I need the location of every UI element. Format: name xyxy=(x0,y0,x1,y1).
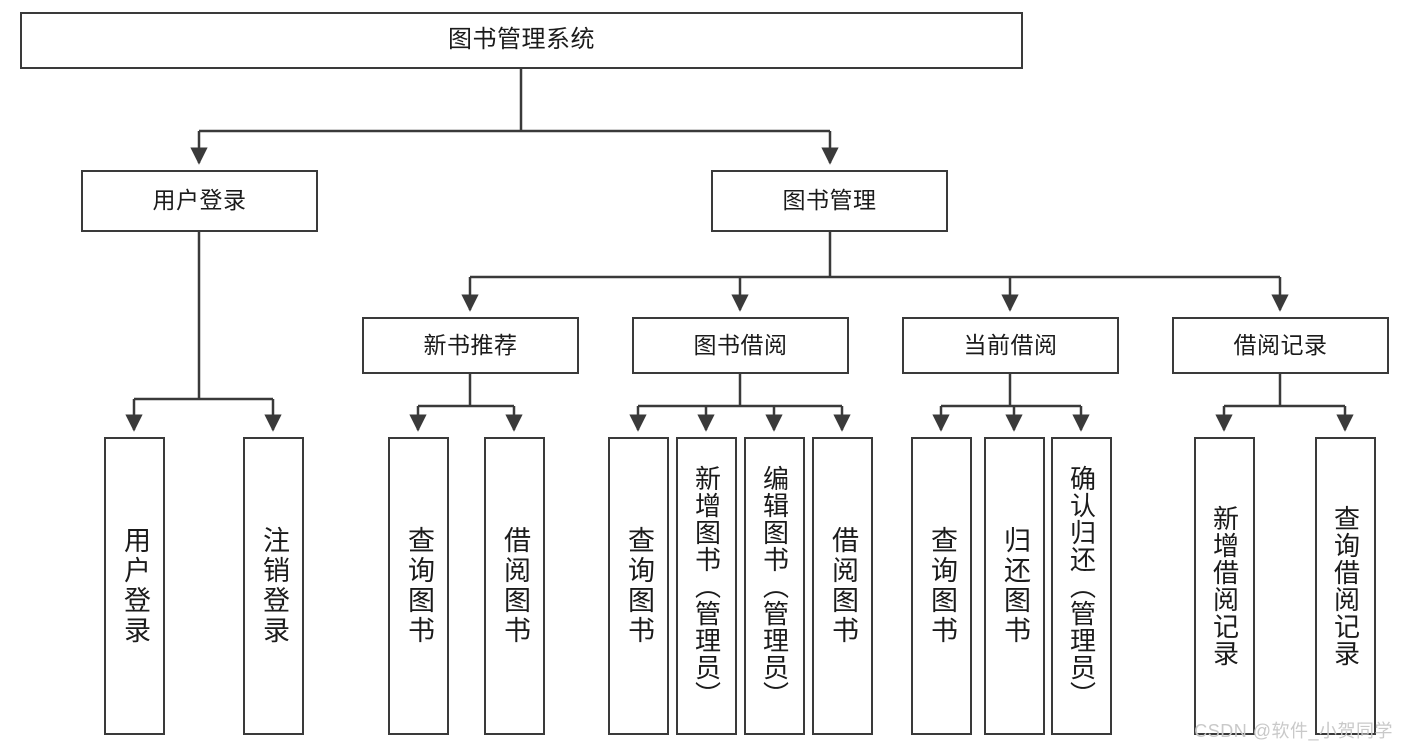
node-leaf-borrow-book-2-label: 借阅图书 xyxy=(828,526,858,646)
node-leaf-logout-label: 注销登录 xyxy=(259,526,289,646)
node-book-borrow-label: 图书借阅 xyxy=(693,331,788,358)
node-leaf-query-book-1-label: 查询图书 xyxy=(404,526,434,646)
node-leaf-query-book-3-label: 查询图书 xyxy=(927,526,957,646)
node-leaf-add-record-label: 新增借阅记录 xyxy=(1209,505,1240,667)
node-leaf-borrow-book-2[interactable]: 借阅图书 xyxy=(812,437,873,735)
node-borrow-record[interactable]: 借阅记录 xyxy=(1172,317,1389,374)
node-leaf-add-book-label: 新增图书（管理员） xyxy=(691,464,722,708)
node-leaf-add-book[interactable]: 新增图书（管理员） xyxy=(676,437,737,735)
node-leaf-logout[interactable]: 注销登录 xyxy=(243,437,304,735)
node-book-manage[interactable]: 图书管理 xyxy=(711,170,948,232)
node-leaf-edit-book-label: 编辑图书（管理员） xyxy=(759,464,790,708)
watermark-text: CSDN @软件_小贺同学 xyxy=(1194,721,1393,741)
node-leaf-return-book-label: 归还图书 xyxy=(1000,526,1030,646)
node-current-borrow[interactable]: 当前借阅 xyxy=(902,317,1119,374)
node-leaf-return-book[interactable]: 归还图书 xyxy=(984,437,1045,735)
node-leaf-confirm-return[interactable]: 确认归还（管理员） xyxy=(1051,437,1112,735)
node-user-login-label: 用户登录 xyxy=(152,187,247,214)
node-leaf-borrow-book-1-label: 借阅图书 xyxy=(500,526,530,646)
node-user-login[interactable]: 用户登录 xyxy=(81,170,318,232)
node-leaf-edit-book[interactable]: 编辑图书（管理员） xyxy=(744,437,805,735)
node-book-manage-label: 图书管理 xyxy=(782,187,877,214)
node-new-book-recommend[interactable]: 新书推荐 xyxy=(362,317,579,374)
node-new-book-recommend-label: 新书推荐 xyxy=(423,331,518,358)
node-book-borrow[interactable]: 图书借阅 xyxy=(632,317,849,374)
node-root-label: 图书管理系统 xyxy=(448,26,595,54)
node-leaf-query-book-1[interactable]: 查询图书 xyxy=(388,437,449,735)
node-leaf-confirm-return-label: 确认归还（管理员） xyxy=(1066,464,1097,708)
node-leaf-user-login[interactable]: 用户登录 xyxy=(104,437,165,735)
node-leaf-query-record[interactable]: 查询借阅记录 xyxy=(1315,437,1376,735)
node-leaf-query-book-2-label: 查询图书 xyxy=(624,526,654,646)
node-leaf-query-record-label: 查询借阅记录 xyxy=(1330,505,1361,667)
node-current-borrow-label: 当前借阅 xyxy=(963,331,1058,358)
node-leaf-query-book-3[interactable]: 查询图书 xyxy=(911,437,972,735)
node-borrow-record-label: 借阅记录 xyxy=(1233,331,1328,358)
node-leaf-add-record[interactable]: 新增借阅记录 xyxy=(1194,437,1255,735)
node-leaf-query-book-2[interactable]: 查询图书 xyxy=(608,437,669,735)
node-root[interactable]: 图书管理系统 xyxy=(20,12,1023,69)
node-leaf-user-login-label: 用户登录 xyxy=(120,526,150,646)
node-leaf-borrow-book-1[interactable]: 借阅图书 xyxy=(484,437,545,735)
